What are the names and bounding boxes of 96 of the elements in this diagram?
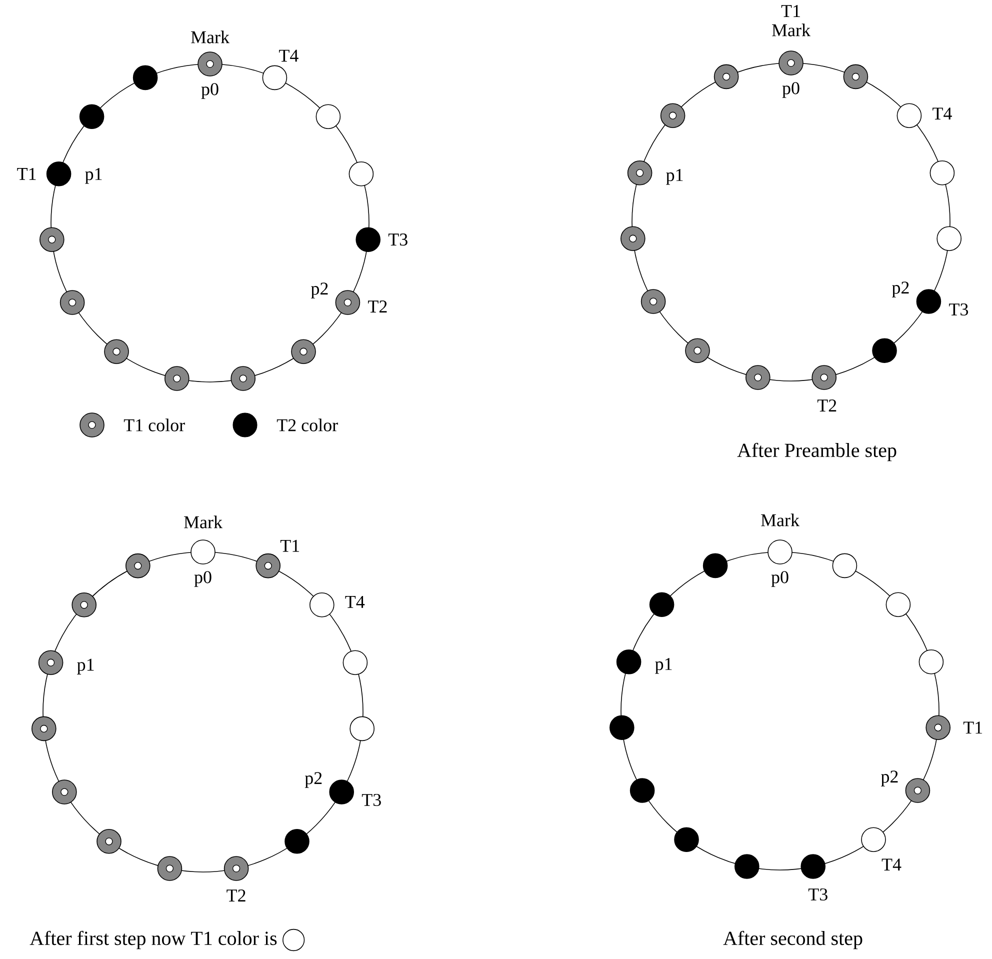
token — [350, 716, 374, 742]
token-label: T1 — [781, 5, 800, 17]
token — [926, 715, 950, 740]
token — [649, 592, 674, 617]
token-label: Mark — [772, 24, 811, 36]
token-label: p2 — [304, 772, 322, 788]
token — [38, 650, 64, 675]
token-label: p1 — [666, 169, 683, 185]
token — [872, 338, 897, 363]
token-label: p2 — [892, 282, 909, 298]
token — [734, 854, 760, 879]
token-label: T3 — [949, 303, 968, 316]
token-label: T1 — [280, 540, 300, 552]
token — [316, 104, 341, 129]
token — [342, 650, 368, 675]
token-label: p2 — [881, 770, 898, 786]
token — [918, 650, 944, 674]
token-label: p0 — [201, 83, 218, 99]
token — [916, 289, 942, 314]
token — [714, 64, 739, 90]
token-label: T2 — [368, 300, 387, 312]
token — [224, 856, 249, 881]
token-label: p2 — [311, 282, 328, 298]
token — [616, 650, 642, 674]
token — [660, 103, 686, 128]
token — [674, 827, 699, 852]
token — [52, 780, 77, 804]
token — [896, 103, 922, 128]
token — [778, 50, 804, 76]
token — [46, 162, 72, 186]
caption: After Preamble step — [737, 442, 896, 462]
token — [230, 366, 256, 391]
token — [832, 553, 858, 578]
token — [329, 780, 354, 804]
token — [291, 339, 316, 364]
legend-label: T1 color — [124, 418, 185, 432]
token — [630, 778, 655, 803]
token — [620, 226, 646, 251]
token-label: T2 — [226, 890, 246, 902]
token — [905, 778, 930, 803]
token — [812, 365, 836, 390]
token-label: T3 — [808, 888, 828, 901]
token-label: p0 — [782, 82, 800, 98]
token-label: T3 — [388, 234, 408, 246]
token-label: T4 — [345, 596, 365, 608]
token — [96, 829, 122, 854]
token-label: p1 — [85, 168, 102, 184]
token — [685, 338, 710, 363]
token-label: p1 — [77, 658, 94, 674]
caption: After first step now T1 color is — [30, 930, 277, 950]
token — [79, 104, 104, 129]
token — [886, 592, 911, 617]
token — [256, 553, 280, 578]
token — [861, 827, 886, 852]
token — [126, 553, 150, 578]
token-label: T1 — [963, 722, 982, 734]
token-label: T3 — [362, 794, 381, 806]
token-label: Mark — [761, 514, 800, 526]
token-label: T1 — [17, 168, 36, 180]
token — [284, 829, 310, 854]
token — [198, 52, 222, 76]
token-label: Mark — [184, 516, 223, 528]
token — [610, 715, 634, 740]
token — [348, 162, 374, 186]
token — [930, 160, 955, 186]
token-label: Mark — [191, 30, 230, 44]
token — [262, 65, 288, 90]
token — [132, 65, 158, 90]
token — [627, 160, 652, 186]
token — [746, 365, 770, 390]
token — [640, 289, 666, 314]
token — [157, 856, 182, 881]
token — [768, 540, 792, 564]
legend-label: T2 color — [276, 418, 338, 432]
token-label: T4 — [932, 108, 952, 120]
token — [104, 339, 129, 364]
token-label: T4 — [882, 858, 902, 871]
token — [72, 592, 96, 618]
token — [32, 716, 56, 742]
token-label: T2 — [817, 400, 836, 412]
token — [843, 64, 868, 90]
token — [800, 854, 826, 879]
token-label: p0 — [771, 571, 788, 587]
token — [936, 226, 962, 251]
token-label: p1 — [655, 658, 672, 674]
token — [335, 290, 360, 315]
token — [60, 290, 85, 315]
token — [310, 592, 334, 618]
token — [40, 227, 64, 252]
token — [164, 366, 190, 391]
token — [190, 540, 216, 564]
token — [356, 227, 380, 252]
token-label: T4 — [279, 50, 298, 62]
caption: After second step — [723, 930, 862, 950]
token-label: p0 — [194, 571, 212, 587]
token — [702, 553, 728, 578]
